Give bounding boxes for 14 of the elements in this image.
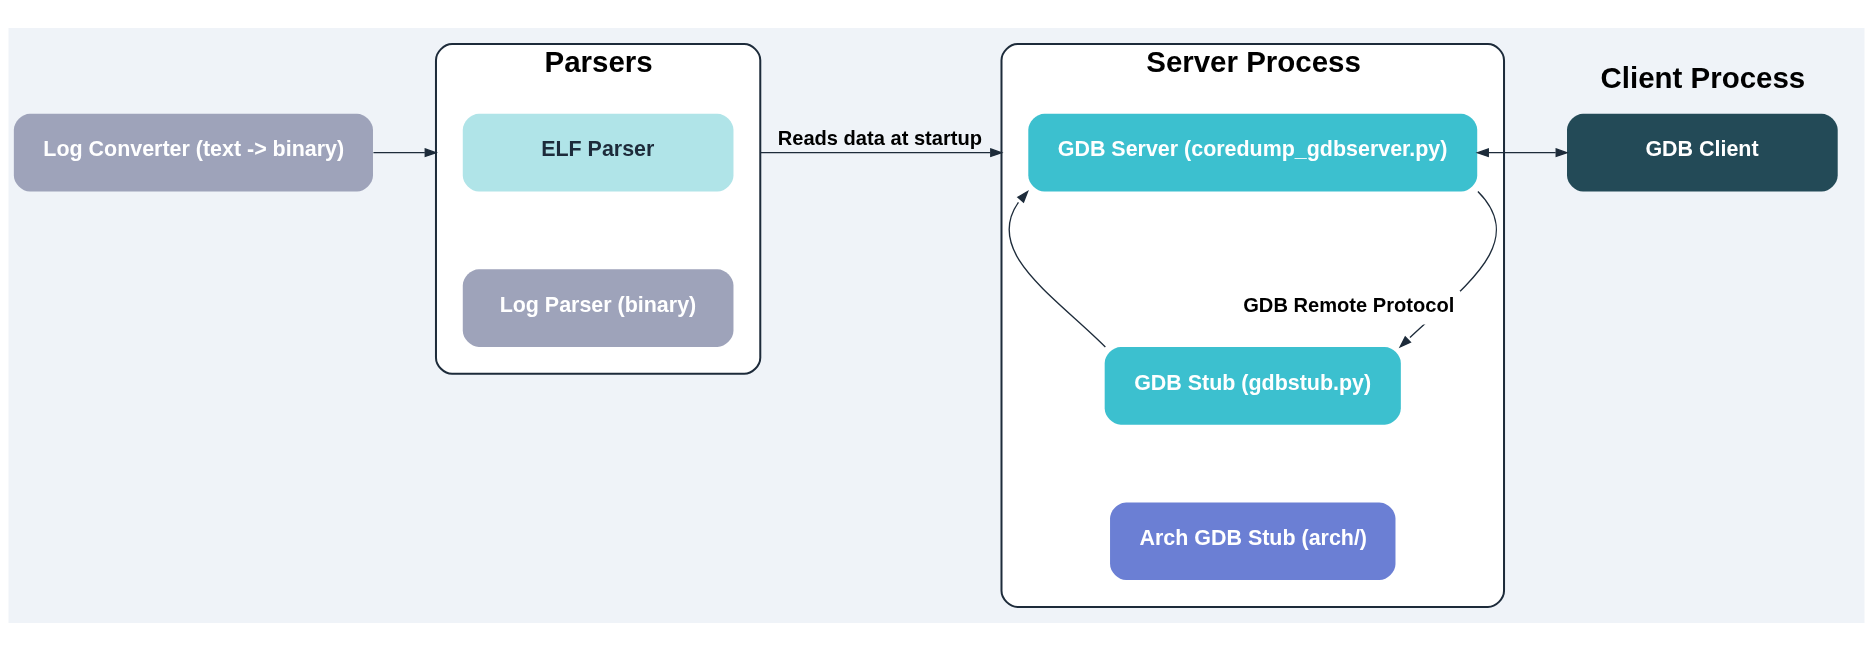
- node-box: Log Parser (binary): [462, 269, 734, 347]
- node-box: GDB Server (coredump_gdbserver.py): [1028, 113, 1478, 192]
- arrow: [372, 147, 438, 158]
- node-box: Log Converter (text -> binary): [13, 113, 373, 192]
- node-box: GDB Stub (gdbstub.py): [1104, 346, 1401, 425]
- node-box: ELF Parser: [462, 113, 734, 192]
- edge-label: Reads data at startup: [777, 126, 983, 149]
- edge-label: GDB Remote Protocol: [1243, 293, 1455, 316]
- node-label: Client Process: [1600, 60, 1806, 94]
- arrow: [1008, 189, 1106, 348]
- node-box: Arch GDB Stub (arch/): [1110, 502, 1396, 581]
- arrow: [1475, 147, 1569, 158]
- node-box: GDB Client: [1567, 113, 1838, 192]
- arrow: [759, 147, 1004, 158]
